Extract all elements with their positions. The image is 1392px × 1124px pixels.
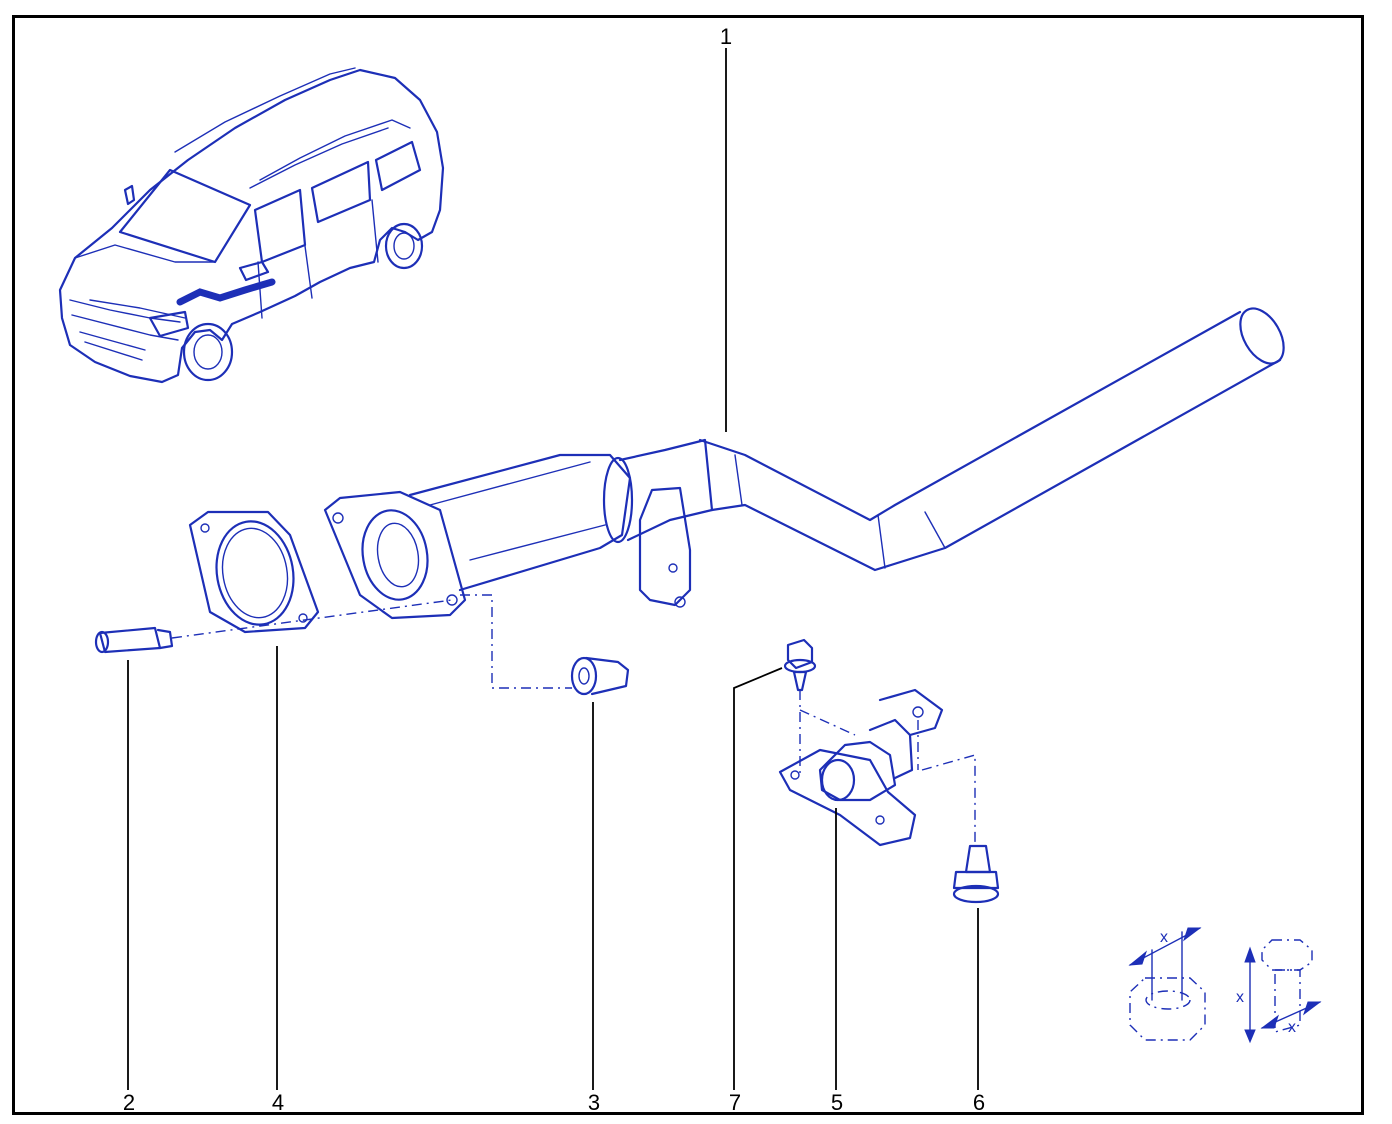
- part-6-nut: [952, 844, 1000, 904]
- part-3-nut: [570, 656, 630, 696]
- callout-7: 7: [729, 1090, 741, 1115]
- legend-nut-x-label: x: [1160, 929, 1168, 946]
- callout-3: 3: [588, 1090, 600, 1115]
- callout-6: 6: [973, 1090, 985, 1115]
- tightening-legend: [1128, 927, 1322, 1044]
- legend-bolt-height-x-label: x: [1236, 989, 1244, 1006]
- part-7-bolt: [783, 638, 817, 692]
- part-1-exhaust-front-pipe: [323, 307, 1285, 620]
- vehicle-illustration: [58, 67, 445, 384]
- part-4-gasket: [188, 510, 320, 634]
- callout-5: 5: [831, 1090, 843, 1115]
- callout-4: 4: [272, 1090, 284, 1115]
- assembly-lines: [171, 594, 976, 842]
- leader-lines: [127, 48, 979, 1090]
- legend-bolt-diameter-x-label: x: [1288, 1019, 1296, 1036]
- callout-1: 1: [720, 24, 732, 49]
- part-2-stud: [94, 626, 174, 654]
- callout-2: 2: [123, 1090, 135, 1115]
- part-5-mounting-bracket: [778, 688, 944, 847]
